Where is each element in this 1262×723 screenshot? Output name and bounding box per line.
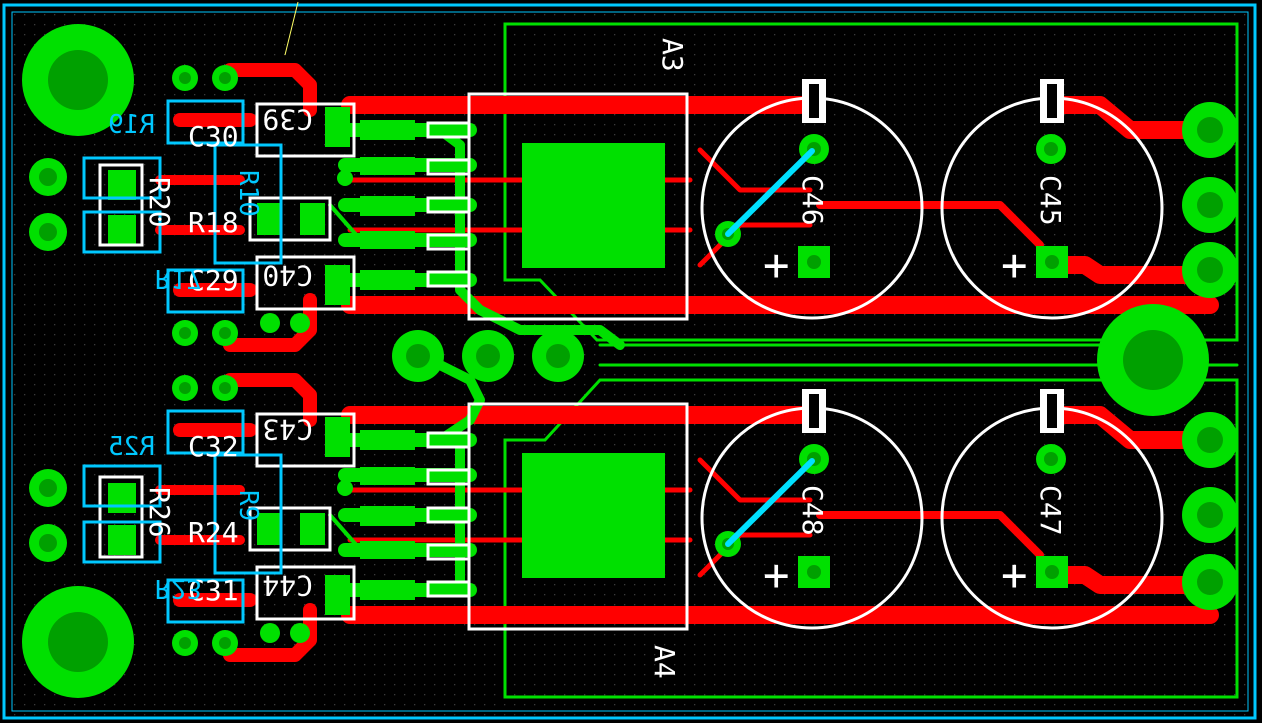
connector-pad bbox=[1182, 102, 1238, 158]
label-r19: R19 bbox=[108, 110, 155, 140]
label-r26: R26 bbox=[143, 487, 176, 538]
ground-region-outline bbox=[503, 22, 1239, 699]
silkscreen-top bbox=[98, 92, 1164, 631]
mounting-holes bbox=[22, 24, 1209, 698]
connector-pad bbox=[29, 469, 67, 507]
label-r25: R25 bbox=[108, 432, 155, 462]
smd-pads bbox=[108, 107, 665, 615]
label-c30: C30 bbox=[188, 120, 239, 153]
connector-pads-right bbox=[1182, 102, 1238, 610]
connector-pad bbox=[29, 158, 67, 196]
label-a4: A4 bbox=[648, 645, 681, 679]
vias-left bbox=[172, 65, 353, 656]
label-r18: R18 bbox=[188, 206, 239, 239]
label-plus-c46: + bbox=[763, 240, 790, 291]
connector-pads-middle bbox=[392, 330, 584, 382]
label-r9: R9 bbox=[233, 490, 263, 521]
label-r10: R10 bbox=[233, 170, 263, 217]
connector-pad bbox=[1182, 487, 1238, 543]
label-c29: C29 bbox=[188, 264, 239, 297]
label-plus-c47: + bbox=[1001, 550, 1028, 601]
label-plus-c48: + bbox=[763, 550, 790, 601]
label-c31: C31 bbox=[188, 574, 239, 607]
mounting-hole-bottom-left bbox=[22, 586, 134, 698]
connector-pad bbox=[1182, 412, 1238, 468]
top-copper-traces bbox=[155, 63, 1219, 662]
cap-pads bbox=[715, 134, 1068, 588]
label-c44: C44 bbox=[262, 569, 313, 602]
board-outline bbox=[2, 3, 1257, 720]
label-c40: C40 bbox=[262, 259, 313, 292]
connector-pad bbox=[462, 330, 514, 382]
a4-outline bbox=[467, 402, 689, 631]
labels-top: A3 A4 C46 C45 C48 C47 C30 C29 C32 C31 R1… bbox=[143, 38, 1067, 679]
jumper-wires bbox=[725, 148, 815, 547]
board-inner-outline bbox=[11, 11, 1249, 712]
label-a3: A3 bbox=[656, 38, 689, 72]
label-c47: C47 bbox=[1034, 485, 1067, 536]
connector-pads-left bbox=[29, 158, 67, 562]
connector-pad bbox=[1182, 554, 1238, 610]
silkscreen-bottom bbox=[82, 99, 283, 624]
a3-outline bbox=[467, 92, 689, 321]
connector-pad bbox=[1182, 177, 1238, 233]
connector-pad bbox=[532, 330, 584, 382]
label-c43: C43 bbox=[262, 413, 313, 446]
label-plus-c45: + bbox=[1001, 240, 1028, 291]
labels-plus: + + + + bbox=[763, 240, 1028, 601]
label-c39: C39 bbox=[262, 103, 313, 136]
labels-bottom: R19 R17 R25 R23 R10 R9 bbox=[108, 110, 263, 603]
mounting-hole-top-left bbox=[22, 24, 134, 136]
connector-pad bbox=[29, 213, 67, 251]
label-c48: C48 bbox=[796, 485, 829, 536]
label-r17: R17 bbox=[155, 263, 202, 293]
label-c46: C46 bbox=[796, 175, 829, 226]
label-r20: R20 bbox=[143, 177, 176, 228]
cap-polarity-markers bbox=[802, 79, 1064, 433]
label-c32: C32 bbox=[188, 430, 239, 463]
guide-line bbox=[284, 1, 299, 56]
label-c45: C45 bbox=[1034, 175, 1067, 226]
label-r23: R23 bbox=[155, 573, 202, 603]
connector-pad bbox=[29, 524, 67, 562]
connector-pad bbox=[392, 330, 444, 382]
mounting-hole-right bbox=[1097, 304, 1209, 416]
label-r24: R24 bbox=[188, 516, 239, 549]
connector-pad bbox=[1182, 242, 1238, 298]
